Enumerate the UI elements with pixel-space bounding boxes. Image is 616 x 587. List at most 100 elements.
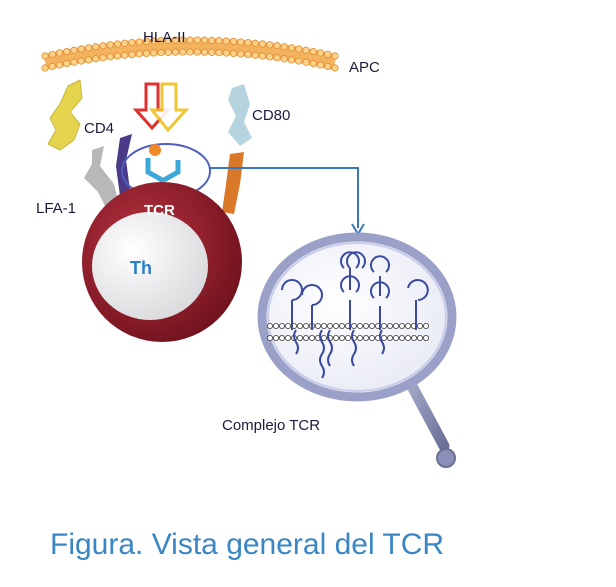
lipid-head [229,37,238,46]
bilayer-lipid [338,334,345,341]
bilayer-lipid [272,322,279,329]
magnifier [257,232,457,468]
bilayer-lipid [380,334,387,341]
th-cell [82,182,242,342]
bilayer-lipid [416,322,423,329]
label-complex: Complejo TCR [222,417,320,434]
lipid-head [266,41,274,49]
bilayer-lipid [422,334,429,341]
bilayer-lipid [398,322,405,329]
lipid-head [142,37,151,46]
bilayer-lipid [302,322,309,329]
lipid-head [84,44,93,52]
lipid-head [135,38,143,46]
lipid-head [222,49,230,57]
lipid-head [244,38,252,47]
bilayer-lipid [296,334,303,341]
bilayer-lipid [368,322,375,329]
lipid-head [142,49,151,58]
lipid-head [295,57,303,65]
lipid-head [113,40,122,48]
lipid-head [287,56,296,64]
lipid-head [302,46,310,54]
bilayer-lipid [350,322,357,329]
cd28-molecule [222,152,244,214]
lipid-head [280,55,288,63]
bilayer-lipid [278,322,285,329]
lipid-head [251,51,259,59]
lipid-head [237,50,245,58]
lipid-head [106,53,114,61]
lipid-head [121,39,129,47]
bilayer-lipid [296,322,303,329]
lipid-head [84,56,93,64]
lipid-head [309,47,317,56]
lipid-head [244,50,252,59]
bilayer-lipid [332,334,339,341]
lipid-head [55,49,64,57]
label-apc: APC [349,59,380,76]
label-cd80: CD80 [252,107,290,124]
bilayer-lipid [404,322,411,329]
bilayer-lipid [266,322,273,329]
bilayer-lipid [386,334,393,341]
bilayer-lipid [362,322,369,329]
lipid-head [128,38,136,47]
lipid-head [266,53,274,61]
lipid-head [324,50,332,59]
lipid-head [237,38,245,46]
bilayer-lipid [314,322,321,329]
lipid-head [200,36,209,44]
lipid-head [48,50,56,59]
lipid-head [309,59,317,68]
bilayer-lipid [386,322,393,329]
lipid-head [63,59,71,68]
lipid-head [171,36,180,44]
lipid-head [77,45,85,53]
tcr-complex-detail [266,251,429,379]
lipid-head [70,46,78,54]
lipid-head [251,39,259,47]
label-cd4: CD4 [84,120,114,137]
bilayer-lipid [344,334,351,341]
lipid-head [179,48,187,56]
bilayer-lipid [302,334,309,341]
cd4-molecule [47,79,83,151]
connector-arrow [210,167,359,228]
lipid-head [324,62,332,71]
bilayer-lipid [308,334,315,341]
bilayer-lipid [320,322,327,329]
lipid-head [128,50,136,59]
lipid-head [273,54,281,62]
lipid-head [208,36,216,44]
lipid-head [164,36,172,44]
lipid-head [208,48,216,56]
lipid-head [99,42,107,50]
lipid-head [106,41,114,49]
lipid-head [63,47,71,56]
lipid-head [295,45,303,53]
lipid-head [157,49,165,57]
lipid-head [157,37,165,45]
lipid-head [200,48,209,56]
lipid-head [55,61,64,69]
lipid-head [92,43,100,51]
bilayer-lipid [362,334,369,341]
lipid-head [193,48,201,56]
lipid-head [41,64,49,72]
label-th: Th [130,258,152,278]
apc-membrane [41,36,339,72]
bilayer-lipid [398,334,405,341]
lipid-head [171,48,180,56]
lipid-head [150,37,158,45]
bilayer-lipid [392,322,399,329]
lipid-head [186,48,194,56]
label-tcr: TCR [144,202,175,219]
lipid-head [150,49,158,57]
lipid-head [273,42,281,50]
lipid-head [121,51,129,59]
lipid-head [331,52,339,60]
bilayer-lipid [356,334,363,341]
lipid-head [222,37,230,45]
hla-arrow [132,82,190,133]
